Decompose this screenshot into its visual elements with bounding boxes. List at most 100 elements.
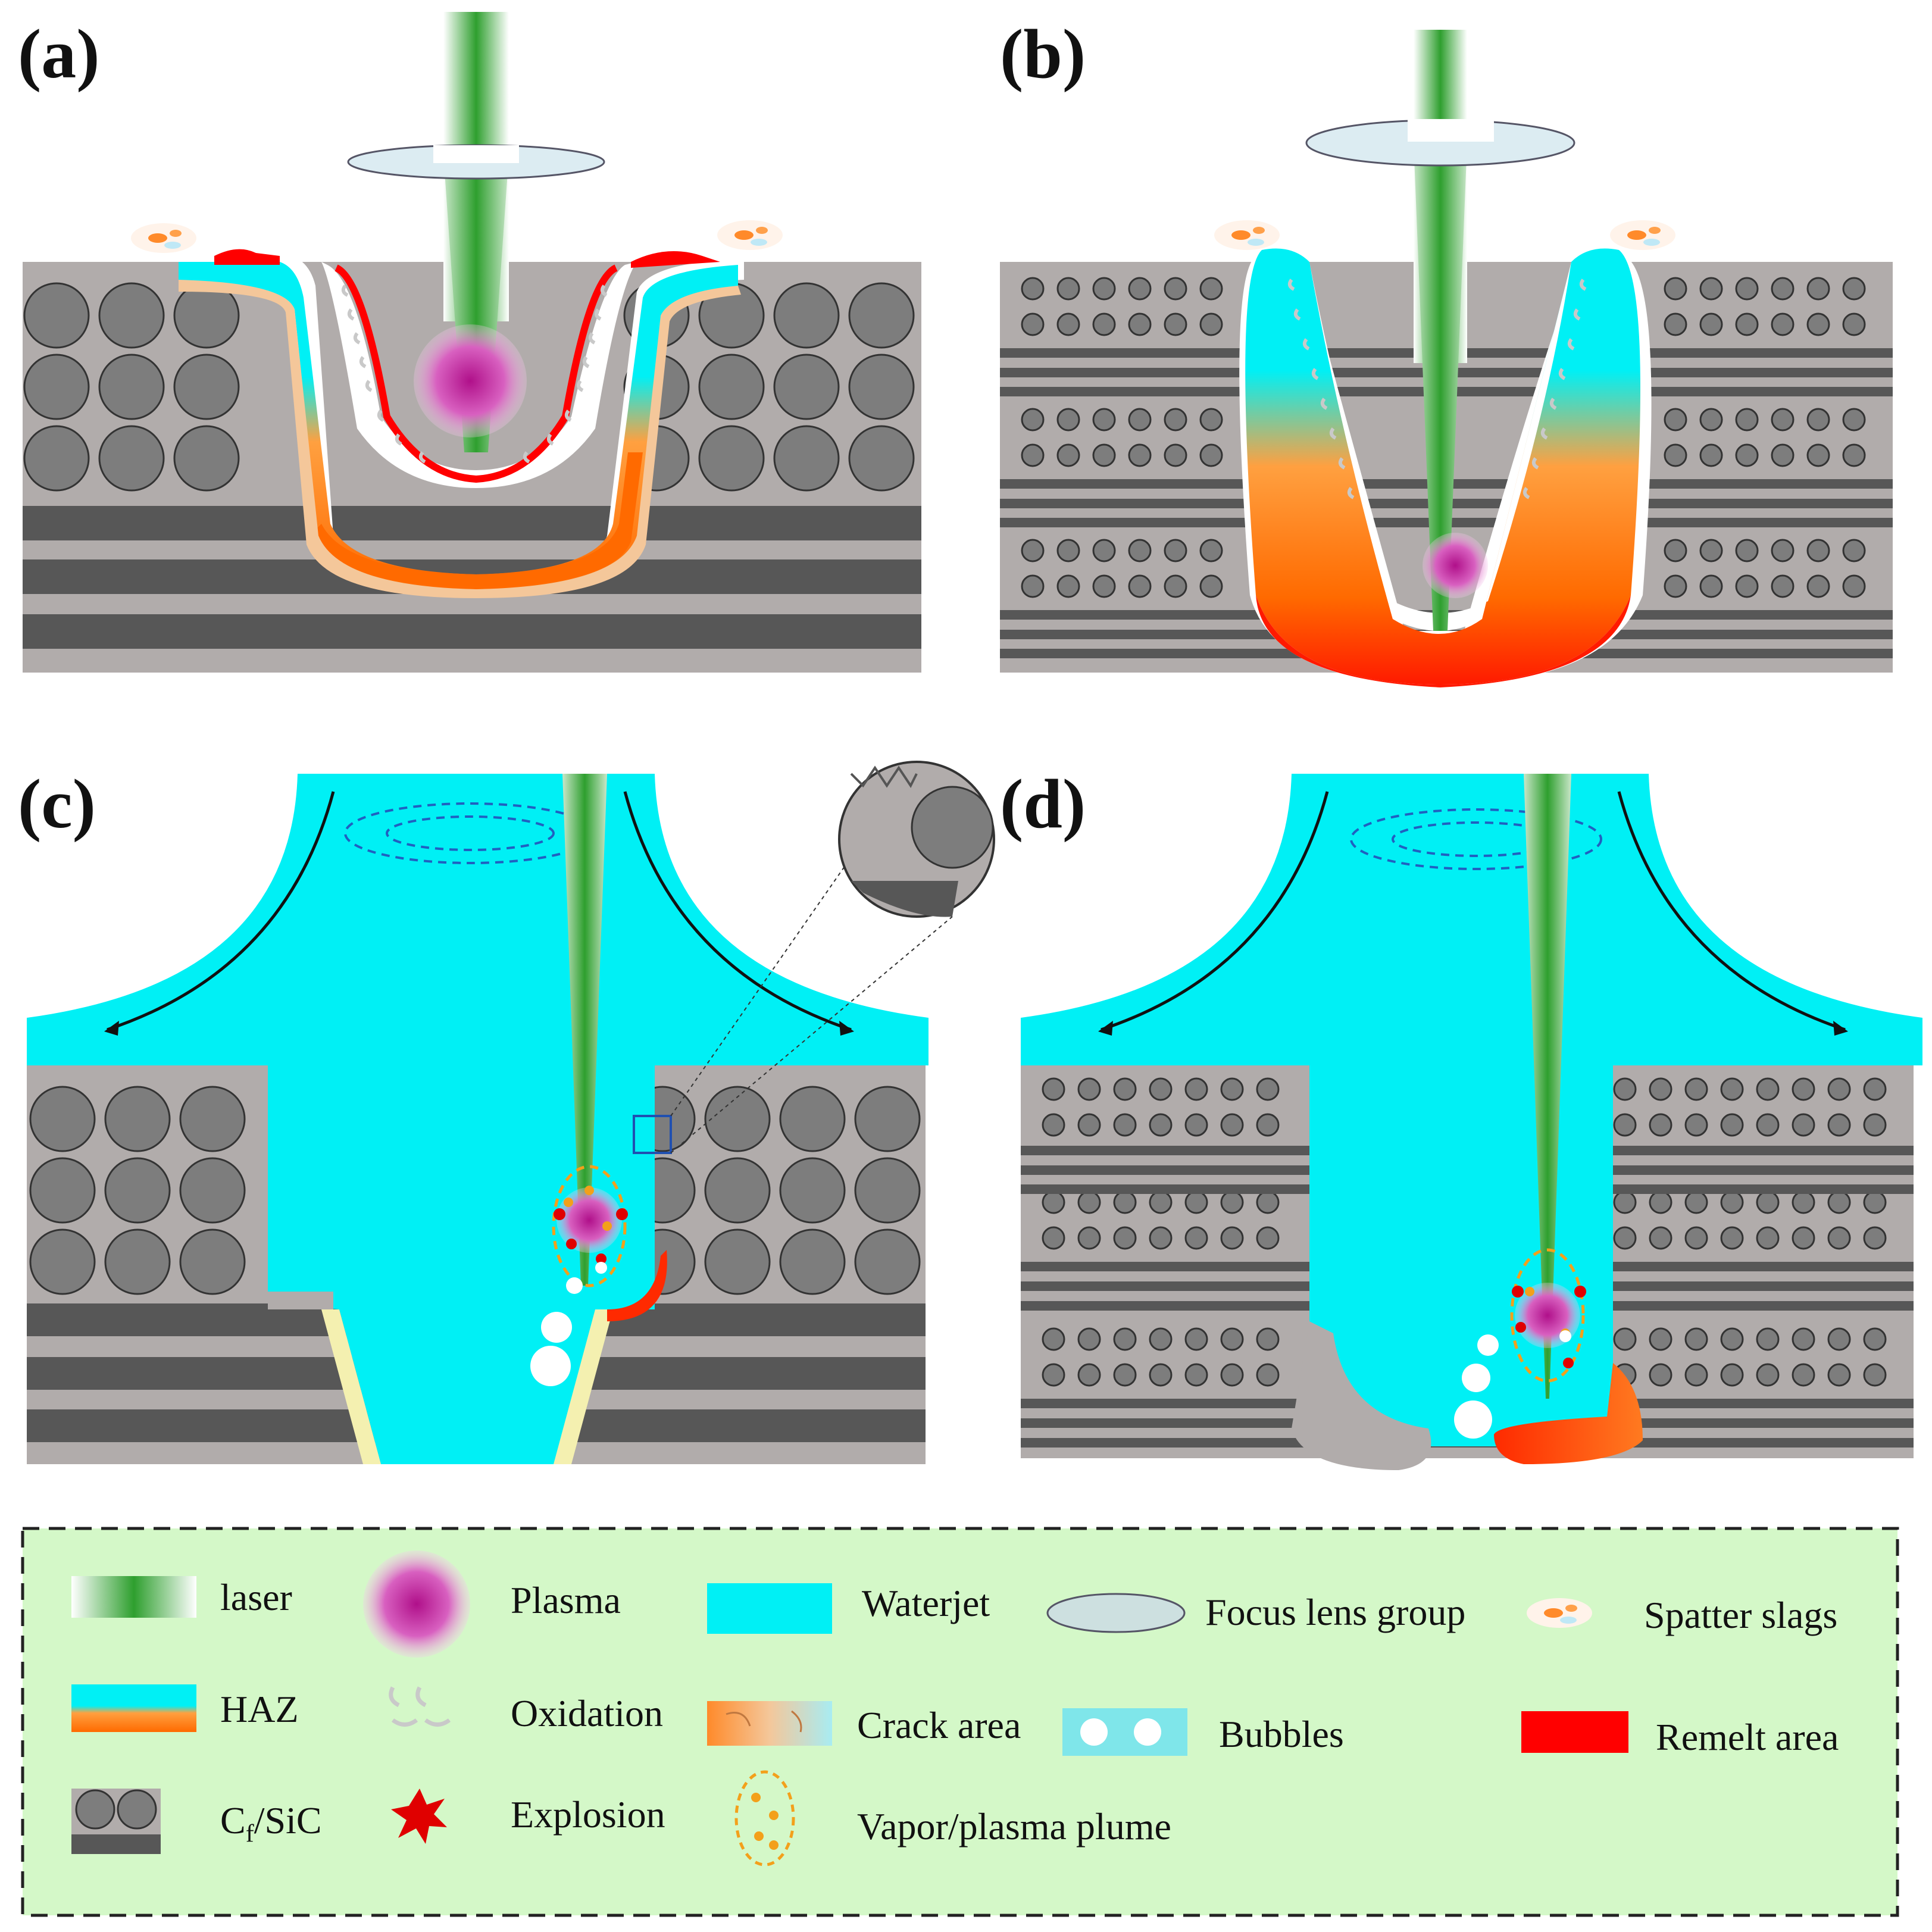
fiber	[1184, 1190, 1208, 1214]
zoom-inset-c	[838, 761, 995, 918]
oxidation-mark	[564, 409, 572, 422]
oxidation-mark	[395, 433, 402, 446]
oxidation-mark	[1558, 368, 1566, 380]
fiber	[1664, 408, 1687, 432]
fiber	[1735, 312, 1759, 336]
fiber	[1042, 1190, 1065, 1214]
bubble	[595, 1262, 607, 1274]
fiber	[1827, 1226, 1851, 1250]
fiber	[1220, 1077, 1244, 1101]
fiber-grid-d	[1042, 1077, 1887, 1387]
spatter-slag-icon	[1527, 1598, 1592, 1628]
fiber	[98, 282, 165, 349]
oxidation-mark	[1523, 487, 1530, 499]
fiber	[1113, 1113, 1137, 1137]
fiber	[1092, 539, 1116, 562]
fiber	[1613, 1077, 1637, 1101]
laser-cone-d	[1524, 774, 1571, 1399]
fiber	[1164, 443, 1187, 467]
fiber	[1684, 1226, 1708, 1250]
arrowhead	[1098, 1021, 1113, 1036]
fiber	[1649, 1190, 1672, 1214]
fiber	[1735, 408, 1759, 432]
legend-remelt-swatch	[1521, 1711, 1628, 1753]
fiber	[1684, 1077, 1708, 1101]
fiber	[1863, 1077, 1887, 1101]
legend: laser Plasma Waterjet Focus lens group S…	[21, 1527, 1899, 1917]
fiber	[704, 1228, 771, 1295]
fiber	[779, 1228, 846, 1295]
debris-c	[268, 1292, 333, 1309]
bubble	[1477, 1334, 1499, 1356]
flow-arrow-left-c	[107, 791, 335, 1031]
fiber	[1164, 312, 1187, 336]
fiber	[29, 1157, 96, 1224]
fiber	[704, 1157, 771, 1224]
oxidation-mark	[600, 285, 608, 297]
fiber	[1199, 539, 1223, 562]
fiber	[1056, 312, 1080, 336]
fiber	[23, 425, 90, 492]
fiber	[773, 282, 840, 349]
fiber	[1699, 539, 1723, 562]
fiber	[1664, 277, 1687, 301]
fiber	[1113, 1077, 1137, 1101]
fiber	[1128, 539, 1152, 562]
fiber	[1021, 443, 1045, 467]
fiber	[1164, 574, 1187, 598]
fiber	[1792, 1113, 1815, 1137]
fiber	[698, 354, 765, 420]
oxidation-mark	[576, 380, 584, 392]
debris-d	[1292, 1321, 1431, 1470]
explosion-icon	[616, 1208, 628, 1220]
plume-particle	[1525, 1287, 1534, 1296]
fiber	[1664, 312, 1687, 336]
fiber	[1771, 539, 1795, 562]
fiber	[1771, 277, 1795, 301]
fiber	[1664, 574, 1687, 598]
fiber	[1649, 1113, 1672, 1137]
fiber	[1684, 1113, 1708, 1137]
fiber	[1806, 408, 1830, 432]
fiber	[1842, 277, 1866, 301]
fiber	[1256, 1113, 1280, 1137]
fiber	[1220, 1226, 1244, 1250]
fiber	[1792, 1077, 1815, 1101]
fiber	[1056, 277, 1080, 301]
explosion-icon	[596, 1253, 607, 1264]
fiber	[179, 1157, 246, 1224]
oxidation-mark	[1320, 398, 1328, 410]
fiber	[1792, 1226, 1815, 1250]
fiber	[1021, 539, 1045, 562]
fiber	[1756, 1190, 1780, 1214]
fiber	[1199, 277, 1223, 301]
fiber	[1771, 574, 1795, 598]
legend-remelt-label: Remelt area	[1656, 1716, 1839, 1758]
fiber	[1113, 1226, 1137, 1250]
fiber	[1863, 1363, 1887, 1387]
fiber	[848, 282, 915, 349]
bubble	[1080, 1718, 1108, 1746]
fiber	[1128, 574, 1152, 598]
fiber	[1756, 1363, 1780, 1387]
fiber	[1077, 1363, 1101, 1387]
bubble	[530, 1346, 571, 1386]
crack-edge-right-c	[554, 1309, 613, 1464]
vapor-plume-c	[552, 1165, 627, 1287]
fiber	[23, 354, 90, 420]
fiber	[1720, 1190, 1744, 1214]
fiber	[1021, 408, 1045, 432]
bubble	[566, 1277, 583, 1294]
fiber	[1756, 1327, 1780, 1351]
fiber	[1077, 1327, 1101, 1351]
oxidation-mark	[594, 308, 602, 321]
explosion-icon	[566, 1239, 577, 1249]
vortex-ring-inner-c	[386, 815, 555, 851]
fiber	[1042, 1363, 1065, 1387]
oxidation-mark	[1579, 279, 1587, 291]
fiber	[1664, 443, 1687, 467]
fiber	[1199, 574, 1223, 598]
fiber	[1184, 1113, 1208, 1137]
zoom-box-c	[633, 1115, 672, 1154]
panel-c: (c)	[18, 761, 995, 1464]
